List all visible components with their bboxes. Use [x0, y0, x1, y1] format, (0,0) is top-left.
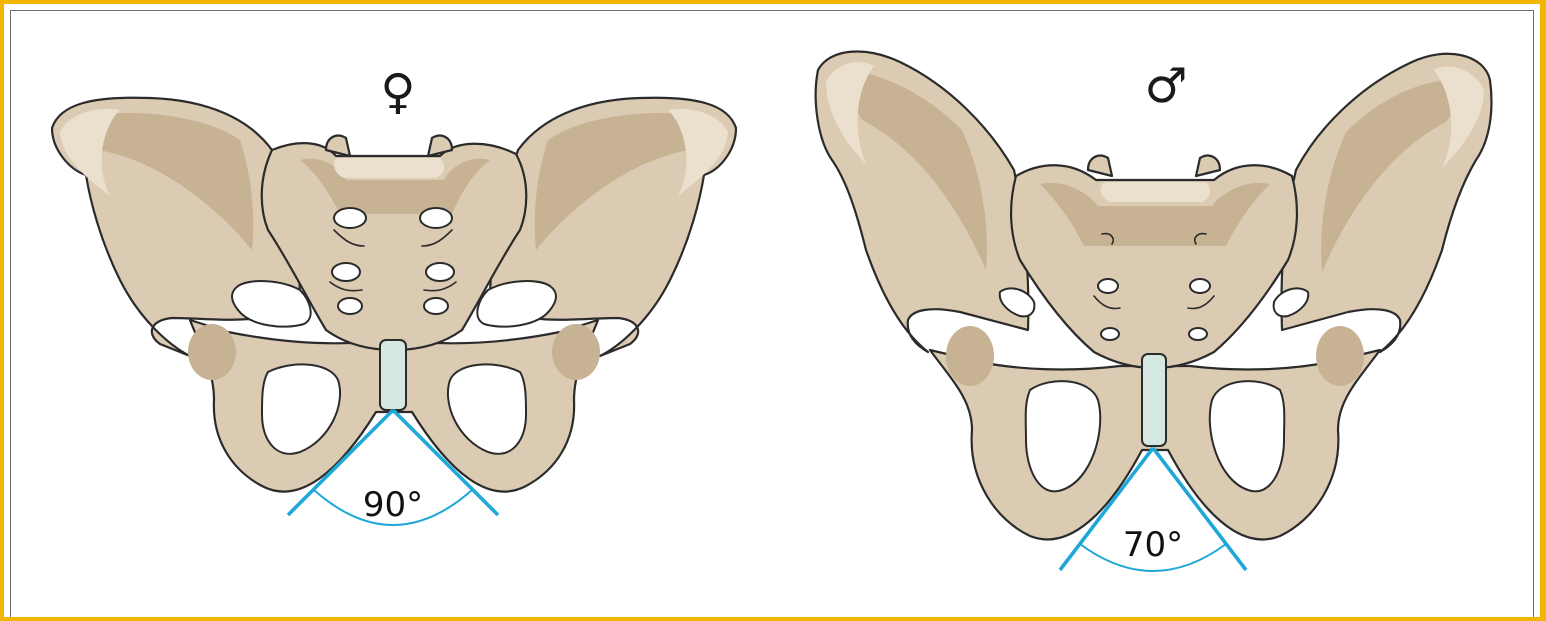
male-symbol: ♂: [1144, 58, 1187, 114]
female-pubic-symphysis: [380, 340, 406, 410]
female-pelvis: [52, 98, 736, 492]
male-pubic-symphysis: [1142, 354, 1166, 446]
male-angle-label: 70°: [1123, 525, 1183, 565]
male-pelvis: [816, 52, 1492, 540]
male-sacral-base: [1101, 182, 1210, 202]
female-angle-label: 90°: [363, 485, 423, 525]
female-sacral-base: [334, 158, 444, 178]
female-symbol: ♀: [380, 64, 415, 120]
